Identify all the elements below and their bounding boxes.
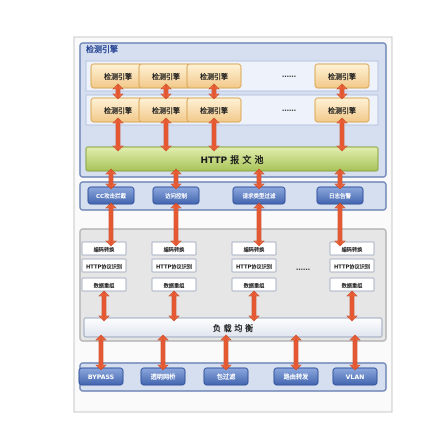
decoder-line-label: 数据重组 — [164, 282, 186, 290]
load-balance-bar — [83, 317, 383, 338]
decoder-line-box — [329, 258, 375, 273]
decoder-line-label: 编码转换 — [164, 246, 186, 254]
http-pool-bar — [85, 146, 379, 172]
bidirectional-arrow — [253, 168, 265, 190]
bottom-module-label: BYPASS — [88, 374, 114, 381]
decoder-line-label: HTTP协议识别 — [236, 263, 272, 271]
bidirectional-arrow — [334, 168, 346, 190]
http-pool-label: HTTP 报 文 池 — [200, 154, 263, 166]
bidirectional-arrow — [208, 117, 220, 152]
bidirectional-arrow — [346, 290, 358, 322]
decoder-cells: 编码转换HTTP协议识别数据重组编码转换HTTP协议识别数据重组编码转换HTTP… — [81, 241, 375, 292]
decoder-line-box — [231, 241, 277, 256]
engine-cell-label: 检测引擎 — [328, 106, 357, 115]
bidirectional-arrow — [220, 334, 232, 371]
decoder-ellipsis: …… — [296, 264, 310, 272]
bidirectional-arrow — [105, 168, 117, 190]
bottom-module-label: 包过滤 — [216, 373, 236, 381]
decoder-line-box — [81, 258, 127, 273]
engine-cell-label: 检测引擎 — [104, 106, 133, 115]
decoder-line-box — [81, 241, 127, 256]
engine-cell-label: 检测引擎 — [104, 72, 133, 81]
bidirectional-arrow — [290, 334, 302, 371]
bidirectional-arrow — [160, 117, 172, 152]
decoder-line-label: HTTP协议识别 — [156, 263, 192, 271]
decoder-line-label: HTTP协议识别 — [86, 263, 122, 271]
engine-cell-label: 检测引擎 — [152, 72, 181, 81]
bidirectional-arrow — [334, 202, 346, 247]
decoder-line-label: HTTP协议识别 — [334, 263, 370, 271]
bidirectional-arrow — [248, 290, 260, 322]
bidirectional-arrow — [105, 202, 117, 247]
bidirectional-arrow — [112, 117, 124, 152]
engine-cell-label: 检测引擎 — [200, 72, 229, 81]
decoder-line-label: 数据重组 — [244, 282, 266, 290]
bidirectional-arrow — [349, 334, 361, 371]
decoder-line-label: 数据重组 — [94, 282, 116, 290]
bidirectional-arrow — [95, 334, 107, 371]
bottom-module-label: 路由转发 — [284, 373, 310, 381]
decoder-line-box — [231, 258, 277, 273]
load-balance-label: 负 载 均 衡 — [213, 323, 253, 333]
middle-modules: CC攻击拦截 访问控制 请求类型过滤 日志告警 — [87, 186, 364, 205]
bidirectional-arrow — [336, 83, 348, 100]
bottom-module-label: VLAN — [346, 374, 365, 381]
bidirectional-arrow — [157, 334, 169, 371]
middle-module-label: 日志告警 — [329, 192, 352, 200]
bottom-module-label: 透明网桥 — [151, 373, 177, 381]
bidirectional-arrow — [170, 168, 182, 190]
decoder-line-label: 编码转换 — [244, 246, 266, 254]
arrows — [95, 83, 361, 371]
bidirectional-arrow — [253, 202, 265, 247]
engine-cell-label: 检测引擎 — [328, 72, 357, 81]
decoder-line-label: 数据重组 — [342, 282, 364, 290]
bidirectional-arrow — [336, 117, 348, 152]
decoder-line-label: 编码转换 — [342, 246, 364, 254]
engine-panel-title: 检测引擎 — [86, 44, 119, 54]
decoder-line-box — [151, 258, 197, 273]
middle-module-label: 访问控制 — [165, 192, 188, 200]
engine-ellipsis: …… — [282, 71, 296, 79]
bidirectional-arrow — [112, 83, 124, 100]
bidirectional-arrow — [160, 83, 172, 100]
middle-module-label: CC攻击拦截 — [96, 192, 127, 200]
engine-cell-label: 检测引擎 — [200, 106, 229, 115]
engine-cell-label: 检测引擎 — [152, 106, 181, 115]
bidirectional-arrow — [170, 202, 182, 247]
bidirectional-arrow — [98, 290, 110, 322]
bidirectional-arrow — [168, 290, 180, 322]
bidirectional-arrow — [208, 83, 220, 100]
engine-ellipsis: …… — [282, 105, 296, 113]
decoder-line-label: 编码转换 — [94, 246, 116, 254]
middle-module-label: 请求类型过滤 — [242, 192, 276, 200]
bottom-modules: BYPASS 透明网桥 包过滤 路由转发 VLAN — [78, 367, 378, 386]
